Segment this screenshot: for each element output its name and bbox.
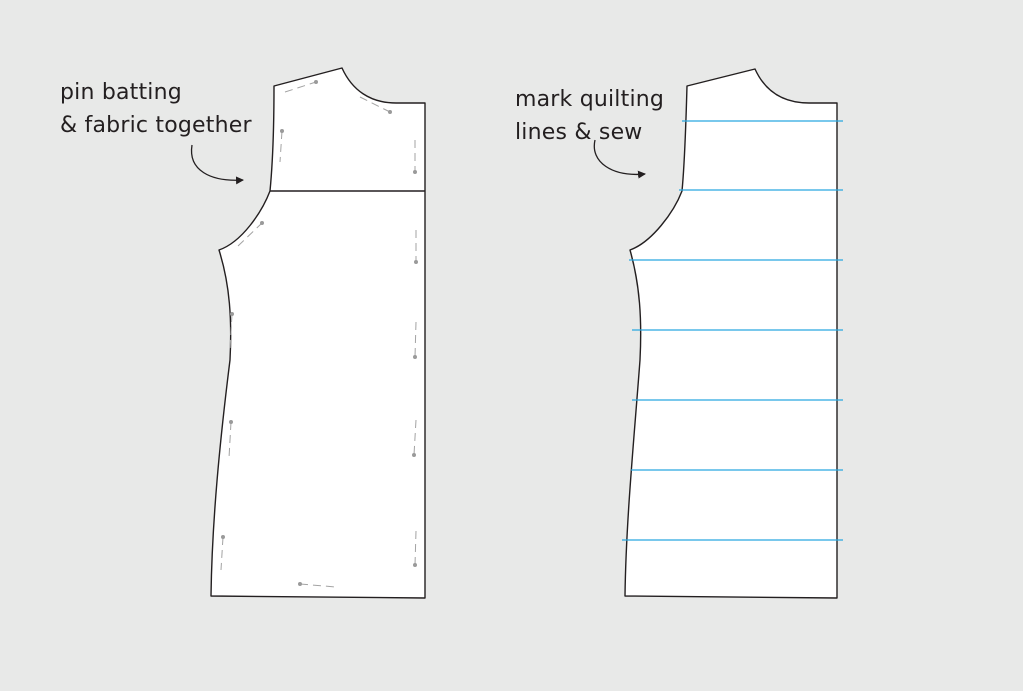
curved-arrow-left xyxy=(190,144,244,185)
pin xyxy=(229,312,234,351)
pin xyxy=(413,140,417,174)
pin xyxy=(220,535,225,571)
quilting-lines xyxy=(622,120,843,541)
left-bodice-panel xyxy=(190,67,426,599)
label-line-1: pin batting xyxy=(60,80,182,105)
pin xyxy=(228,420,233,459)
pin xyxy=(413,321,417,359)
pin xyxy=(237,221,264,247)
right-bodice-panel xyxy=(593,68,843,599)
pin xyxy=(359,96,392,114)
label-mark-quilting: mark quilting lines & sew xyxy=(515,83,664,149)
pin xyxy=(414,230,418,264)
pins-group xyxy=(220,80,418,588)
label-line-2: & fabric together xyxy=(60,113,252,138)
pin xyxy=(412,419,417,457)
pin xyxy=(279,129,284,163)
right-panel-outline xyxy=(624,68,838,599)
label-line-1: mark quilting xyxy=(515,87,665,112)
pin xyxy=(298,582,337,588)
curved-arrow-right xyxy=(593,139,646,179)
pin xyxy=(413,530,417,567)
pin xyxy=(284,80,318,93)
label-pin-batting: pin batting & fabric together xyxy=(60,76,252,142)
left-panel-outline xyxy=(210,67,426,599)
label-line-2: lines & sew xyxy=(515,120,643,145)
